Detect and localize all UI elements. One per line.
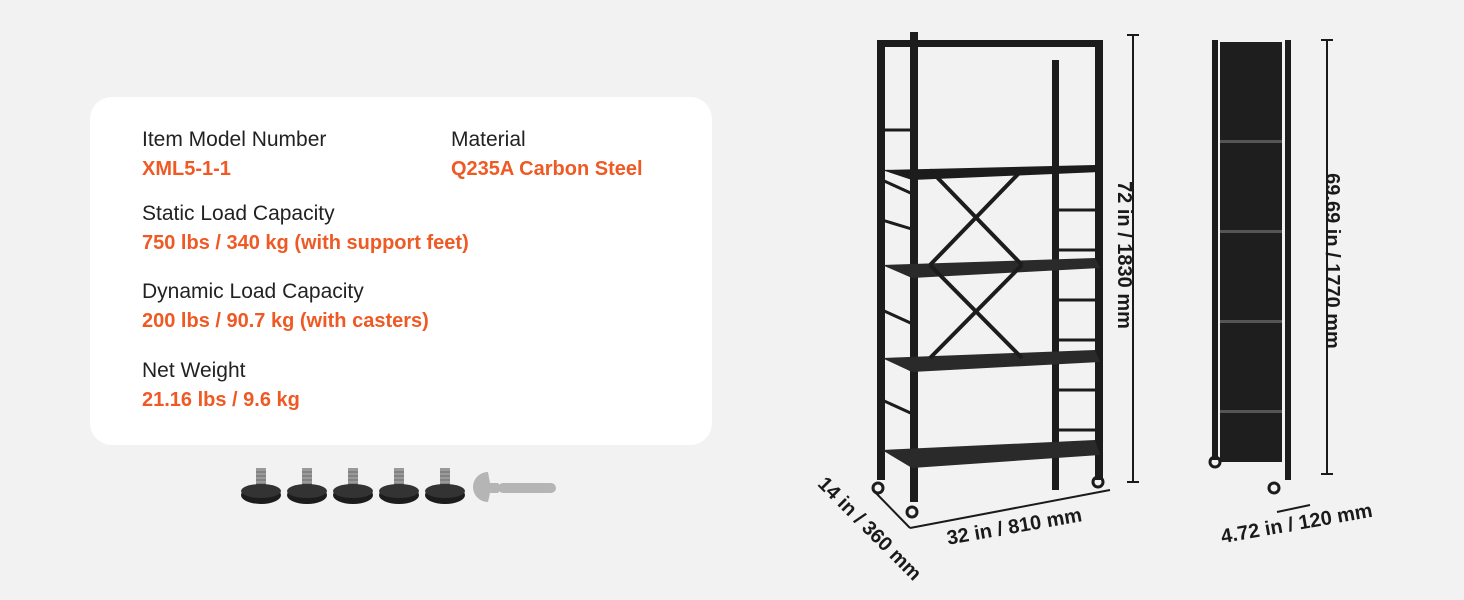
spec-net-weight-label: Net Weight: [142, 359, 246, 382]
support-foot-icon: [379, 468, 419, 504]
spec-model-label: Item Model Number: [142, 128, 327, 151]
spec-dynamic-load-value: 200 lbs / 90.7 kg (with casters): [142, 310, 429, 332]
spec-material-label: Material: [451, 128, 526, 151]
spec-card: Item Model Number XML5-1-1 Material Q235…: [90, 97, 712, 445]
support-foot-icon: [425, 468, 465, 504]
spec-net-weight-value: 21.16 lbs / 9.6 kg: [142, 389, 300, 411]
folded-height-dimension-label: 69.69 in / 1770 mm: [1320, 173, 1343, 349]
accessories: [241, 468, 556, 504]
spec-dynamic-load-label: Dynamic Load Capacity: [142, 280, 364, 303]
height-dimension-label: 72 in / 1830 mm: [1112, 181, 1135, 329]
spec-dynamic-load: Dynamic Load Capacity 200 lbs / 90.7 kg …: [142, 279, 429, 334]
support-foot-icon: [333, 468, 373, 504]
support-foot-icon: [241, 468, 281, 504]
spec-static-load-label: Static Load Capacity: [142, 202, 335, 225]
shelf-assembled-image: [871, 32, 1105, 519]
support-foot-icon: [287, 468, 327, 504]
product-illustration: [871, 32, 1333, 529]
spec-static-load-value: 750 lbs / 340 kg (with support feet): [142, 232, 469, 254]
spec-static-load: Static Load Capacity 750 lbs / 340 kg (w…: [142, 201, 469, 256]
spec-model-value: XML5-1-1: [142, 158, 231, 180]
spec-material-value: Q235A Carbon Steel: [451, 158, 643, 180]
shelf-folded-image: [1208, 40, 1291, 495]
spec-model: Item Model Number XML5-1-1: [142, 127, 326, 182]
wrench-icon: [473, 472, 556, 502]
spec-material: Material Q235A Carbon Steel: [451, 127, 643, 182]
spec-net-weight: Net Weight 21.16 lbs / 9.6 kg: [142, 358, 300, 413]
dimension-lines: [872, 34, 1333, 529]
